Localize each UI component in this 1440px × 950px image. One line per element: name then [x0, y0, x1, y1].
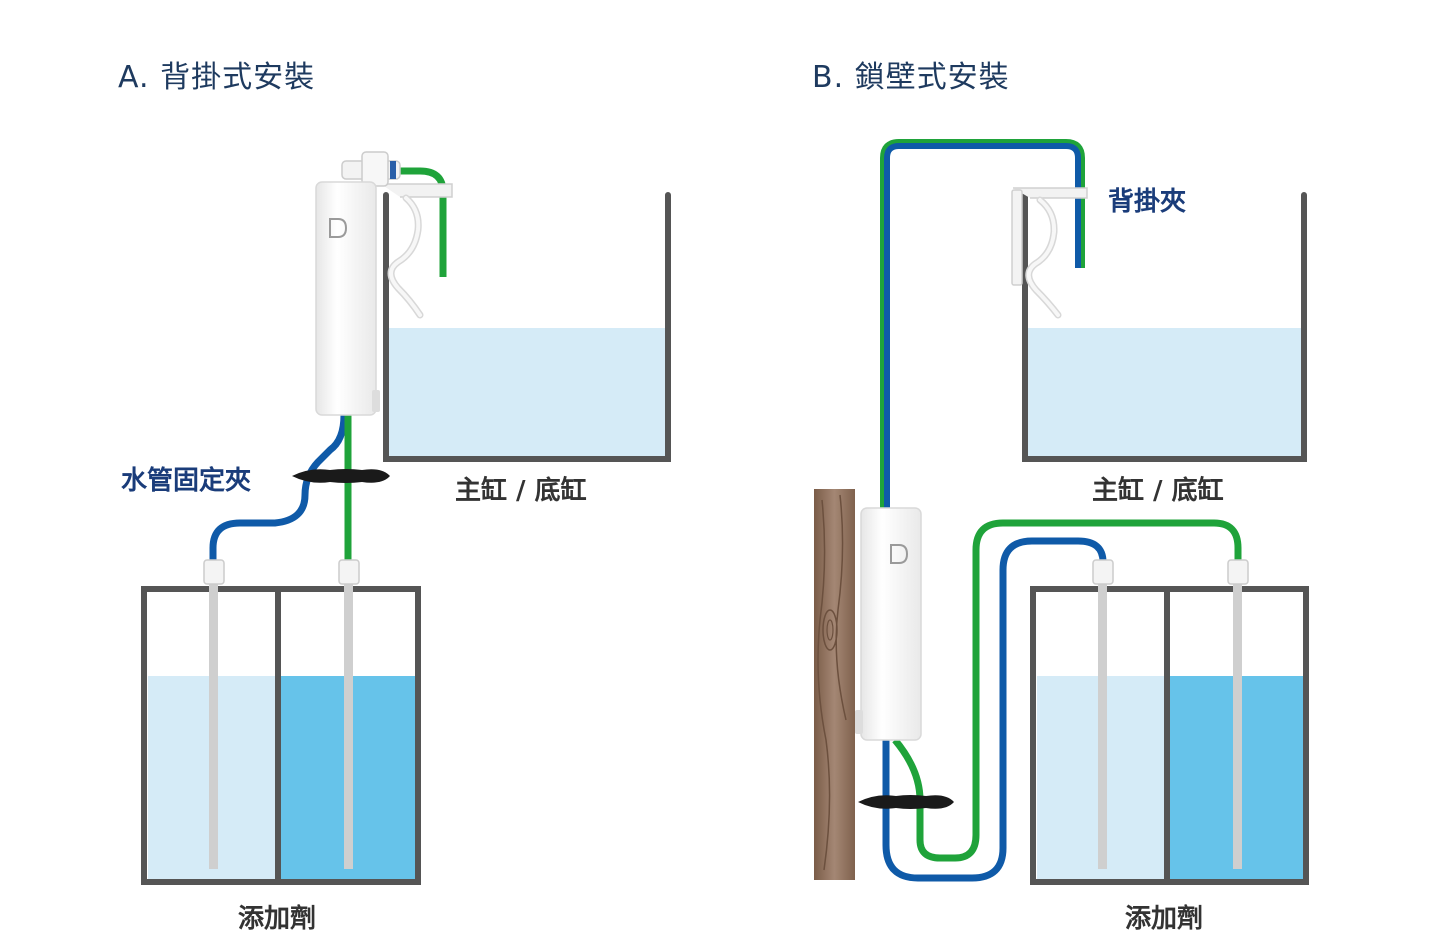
hang-clip-icon [1011, 187, 1088, 319]
suction-pipe-right-b [1233, 583, 1242, 869]
main-tank-label-b: 主缸 / 底缸 [1092, 476, 1224, 506]
connector-icon [1092, 559, 1249, 585]
wood-wall-icon [814, 489, 855, 880]
main-tank-water-b [1027, 328, 1302, 458]
panel-b-diagram [814, 139, 1309, 885]
additive-label-a: 添加劑 [238, 904, 317, 934]
additive-label-b: 添加劑 [1125, 904, 1204, 934]
hang-clip-label: 背掛夾 [1108, 187, 1187, 217]
suction-pipe-right-a [344, 583, 353, 869]
main-tank-a [383, 192, 671, 462]
elbow-fitting-a [341, 151, 401, 187]
suction-pipe-left-a [209, 583, 218, 869]
blue-tube-a [209, 414, 348, 562]
suction-pipe-left-b [1098, 583, 1107, 869]
main-tank-water-a [388, 328, 666, 458]
dosing-pump-icon [855, 507, 922, 741]
connector-icon [203, 559, 360, 585]
blue-tube-b [882, 537, 1107, 882]
hose-clamp-icon [858, 795, 954, 809]
panel-a-title: A. 背掛式安裝 [118, 60, 316, 95]
hose-clamp-icon [292, 469, 390, 483]
panel-a-diagram [141, 151, 671, 885]
panel-b-title: B. 鎖壁式安裝 [812, 60, 1010, 95]
outlet-tube-blue-b [884, 143, 1081, 510]
main-tank-b [1022, 192, 1307, 462]
main-tank-label-a: 主缸 / 底缸 [455, 476, 587, 506]
dosing-pump-icon [315, 181, 380, 416]
hose-clamp-label: 水管固定夾 [121, 466, 252, 496]
hang-clip-a [381, 183, 453, 319]
